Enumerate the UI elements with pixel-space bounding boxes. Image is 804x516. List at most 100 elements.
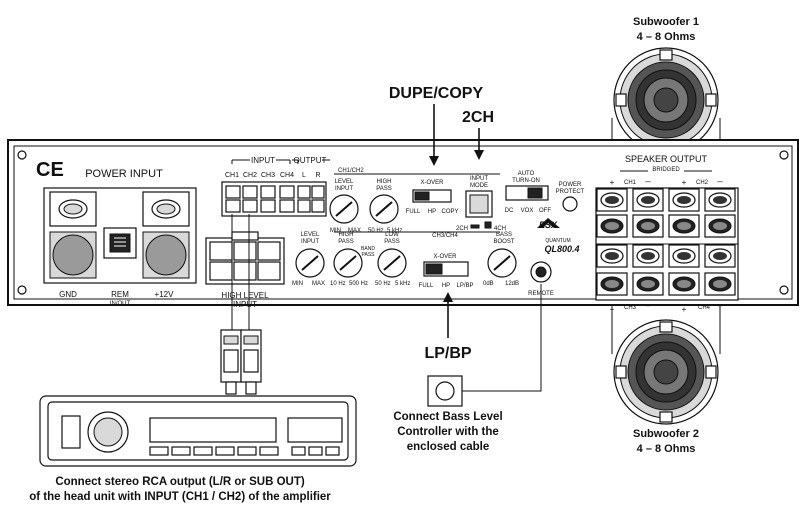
low-pass-label-2: PASS (384, 239, 400, 245)
bass-level-caption-1: Connect Bass Level (393, 411, 502, 423)
high-pass-label-2: PASS (376, 186, 392, 192)
rca-label-ch1: CH1 (225, 172, 239, 179)
bass-min-label: 0dB (483, 281, 494, 287)
head-unit-buttons (149, 446, 340, 456)
head-unit (39, 395, 357, 467)
auto-turn-on-switch[interactable] (505, 185, 549, 201)
high-pass2-label-1: HIGH (339, 232, 354, 238)
speaker-terminal-slot-icon (641, 222, 655, 230)
speaker-terminal-slot-icon (641, 252, 655, 260)
speaker-terminal-slot-icon (605, 252, 619, 260)
ch2-label: CH2 (696, 180, 709, 186)
auto-opt-off: OFF (539, 208, 551, 214)
control-button-icon (325, 446, 340, 456)
xover-bottom-label: X-OVER (433, 254, 457, 260)
arrow-2ch (474, 128, 484, 160)
plus12v-terminal-icon (145, 234, 187, 276)
speaker-terminal-slot-icon (605, 280, 619, 288)
gnd-label: GND (59, 290, 77, 299)
ch12-polarity: + CH1 – + CH2 – (610, 176, 723, 187)
high-pass2-label-2: PASS (338, 239, 354, 245)
rca-labels: CH1 CH2 CH3 CH4 L R (225, 172, 321, 179)
power-protect-led-icon (562, 196, 578, 212)
rca-label-ch4: CH4 (280, 172, 294, 179)
svg-text:–: – (717, 300, 722, 310)
speaker-terminal-slot-icon (605, 196, 619, 204)
xover-bottom-opt-full: FULL (419, 283, 434, 289)
knob-bass-boost[interactable] (487, 248, 517, 278)
bass-level-caption-3: enclosed cable (407, 441, 489, 453)
subwoofer-1: Subwoofer 1 4 – 8 Ohms (613, 16, 719, 153)
svg-text:–: – (717, 176, 722, 186)
speaker-terminal-slot-icon (713, 252, 727, 260)
input-mode-label-2: MODE (470, 183, 488, 189)
subwoofer-2-impedance: 4 – 8 Ohms (637, 443, 696, 455)
plus12v-label: +12V (155, 290, 175, 299)
speaker-terminal-slot-icon (677, 196, 691, 204)
power-protect-label-1: POWER (559, 182, 582, 188)
control-button-icon (291, 446, 306, 456)
svg-text:–: – (645, 300, 650, 310)
input-mode-button[interactable] (465, 190, 493, 218)
speaker-terminal-slot-icon (641, 280, 655, 288)
svg-text:+: + (610, 178, 615, 187)
xover-top-opt-hp: HP (428, 209, 436, 215)
auto-opt-dc: DC (505, 208, 514, 214)
remote-port[interactable] (530, 261, 552, 283)
rca-label-ch3: CH3 (261, 172, 275, 179)
ch3-label: CH3 (624, 305, 637, 311)
arrow-lp-bp (443, 292, 453, 338)
subwoofer-2: Subwoofer 2 4 – 8 Ohms (613, 319, 719, 455)
level-input2-label-2: INPUT (301, 239, 319, 245)
level-min-label: MIN (330, 228, 341, 234)
model-label: QL800.4 (544, 244, 579, 254)
subwoofer-1-title: Subwoofer 1 (633, 16, 699, 28)
annotation-lp-bp: LP/BP (424, 345, 471, 362)
low-pass-label-1: LOW (385, 232, 399, 238)
head-unit-caption-1: Connect stereo RCA output (L/R or SUB OU… (55, 476, 305, 488)
bass-boost-label-2: BOOST (493, 239, 514, 245)
power-protect-label-2: PROTECT (556, 189, 585, 195)
svg-text:–: – (645, 176, 650, 186)
preset-button-icon (193, 446, 213, 456)
rca-label-l: L (302, 172, 306, 179)
speaker-output-label: SPEAKER OUTPUT (625, 154, 708, 164)
knob-high-pass-ch12[interactable] (369, 194, 399, 224)
band-pass-label-2: PASS (362, 252, 376, 258)
xover-bottom-switch[interactable] (423, 261, 469, 277)
auto-turn-on-label-1: AUTO (518, 171, 535, 177)
output-label: OUTPUT (294, 156, 327, 165)
ch34-polarity: + CH3 – + CH4 – (610, 300, 723, 314)
rca-cables (220, 214, 262, 395)
rem-label: REM (111, 290, 129, 299)
preset-button-icon (237, 446, 257, 456)
knob-level-input-ch12[interactable] (329, 194, 359, 224)
input-mode-label-1: INPUT (470, 176, 488, 182)
preset-button-icon (259, 446, 279, 456)
ch12-label: CH1/CH2 (338, 168, 364, 174)
annotation-dupe-copy: DUPE/COPY (389, 85, 484, 102)
head-unit-display (149, 417, 277, 443)
power-terminal-block (43, 187, 197, 284)
svg-text:+: + (610, 305, 615, 314)
high-level-input-label-2: INPUT (233, 300, 257, 309)
mode-opt-4ch: 4CH (494, 226, 506, 232)
bass-level-caption-2: Controller with the (397, 426, 499, 438)
subwoofer-1-impedance: 4 – 8 Ohms (637, 31, 696, 43)
rca-jacks (221, 181, 327, 217)
knob-high-pass-ch34[interactable] (333, 248, 363, 278)
annotation-2ch: 2CH (462, 109, 494, 126)
bridged-label: BRIDGED (652, 167, 680, 173)
lp-min-label: 50 Hz (375, 281, 391, 287)
level2-min-label: MIN (292, 281, 303, 287)
knob-low-pass-ch34[interactable] (377, 248, 407, 278)
speaker-terminals (596, 188, 736, 296)
svg-text:ESX: ESX (539, 220, 558, 230)
bass-level-controller (427, 284, 542, 407)
knob-level-input-ch34[interactable] (295, 248, 325, 278)
preset-button-icon (149, 446, 169, 456)
high-level-input-connector (205, 231, 285, 285)
xover-top-switch[interactable] (412, 189, 452, 203)
level-input2-label-1: LEVEL (301, 232, 320, 238)
